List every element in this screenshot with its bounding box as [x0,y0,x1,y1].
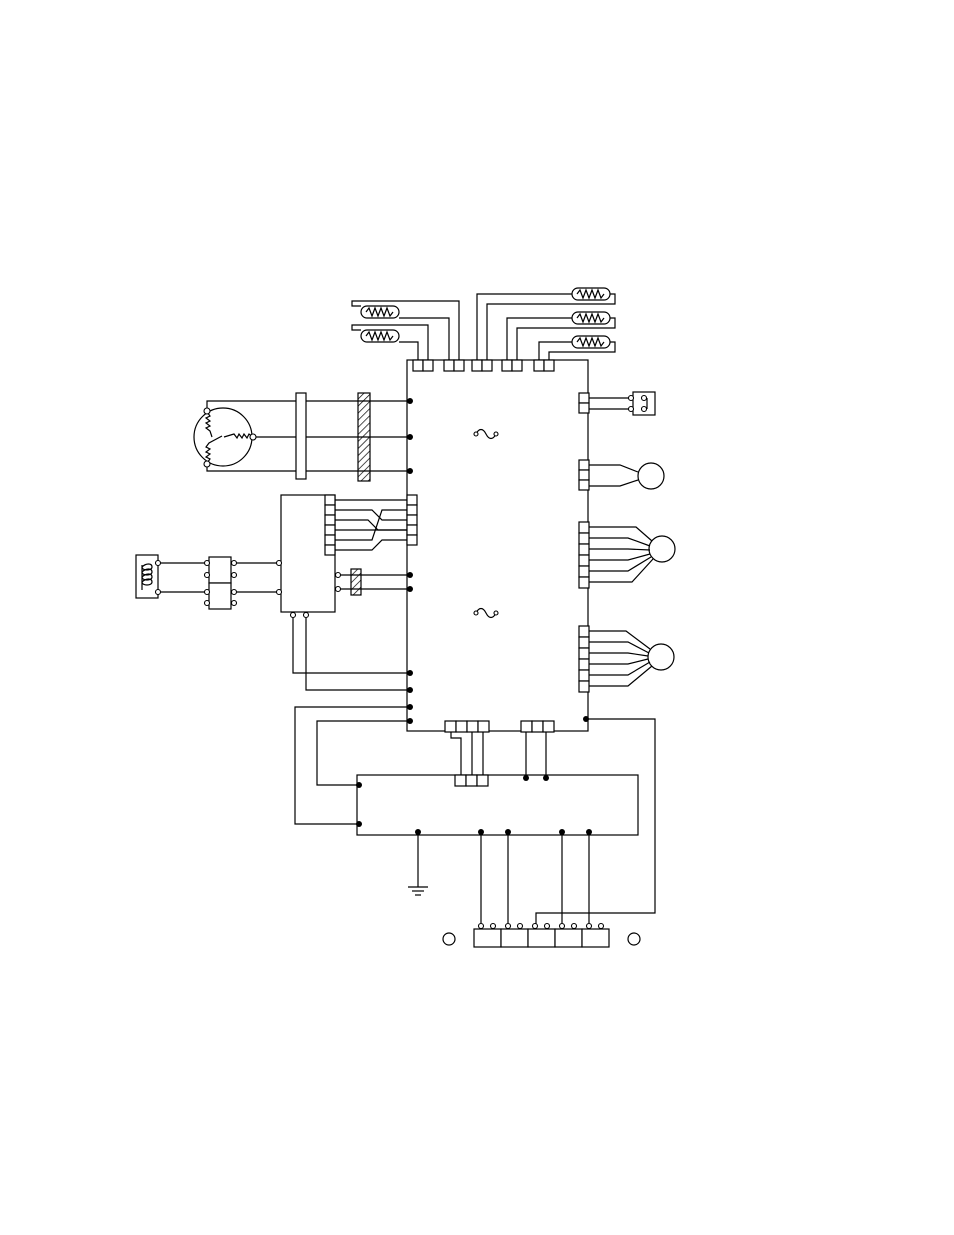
ferrite-core-small [351,569,361,595]
sub-board [281,495,417,690]
mounting-hole-right [628,933,640,945]
terminal-block [443,832,640,947]
lower-board [295,707,655,926]
thermistor-right-3 [539,336,615,360]
switch-connector [579,392,655,415]
louver-motor-1 [579,522,675,588]
mounting-hole-left [443,933,455,945]
reactor-coil [136,555,282,609]
ground-symbol [408,832,428,895]
ferrite-core-motor [358,393,370,481]
fan-motor-small [579,460,664,490]
thermistor-left-2 [352,325,428,360]
main-control-board [407,360,588,731]
motor-connector [296,393,306,479]
compressor-motor [194,393,410,481]
louver-motor-2 [579,626,674,692]
